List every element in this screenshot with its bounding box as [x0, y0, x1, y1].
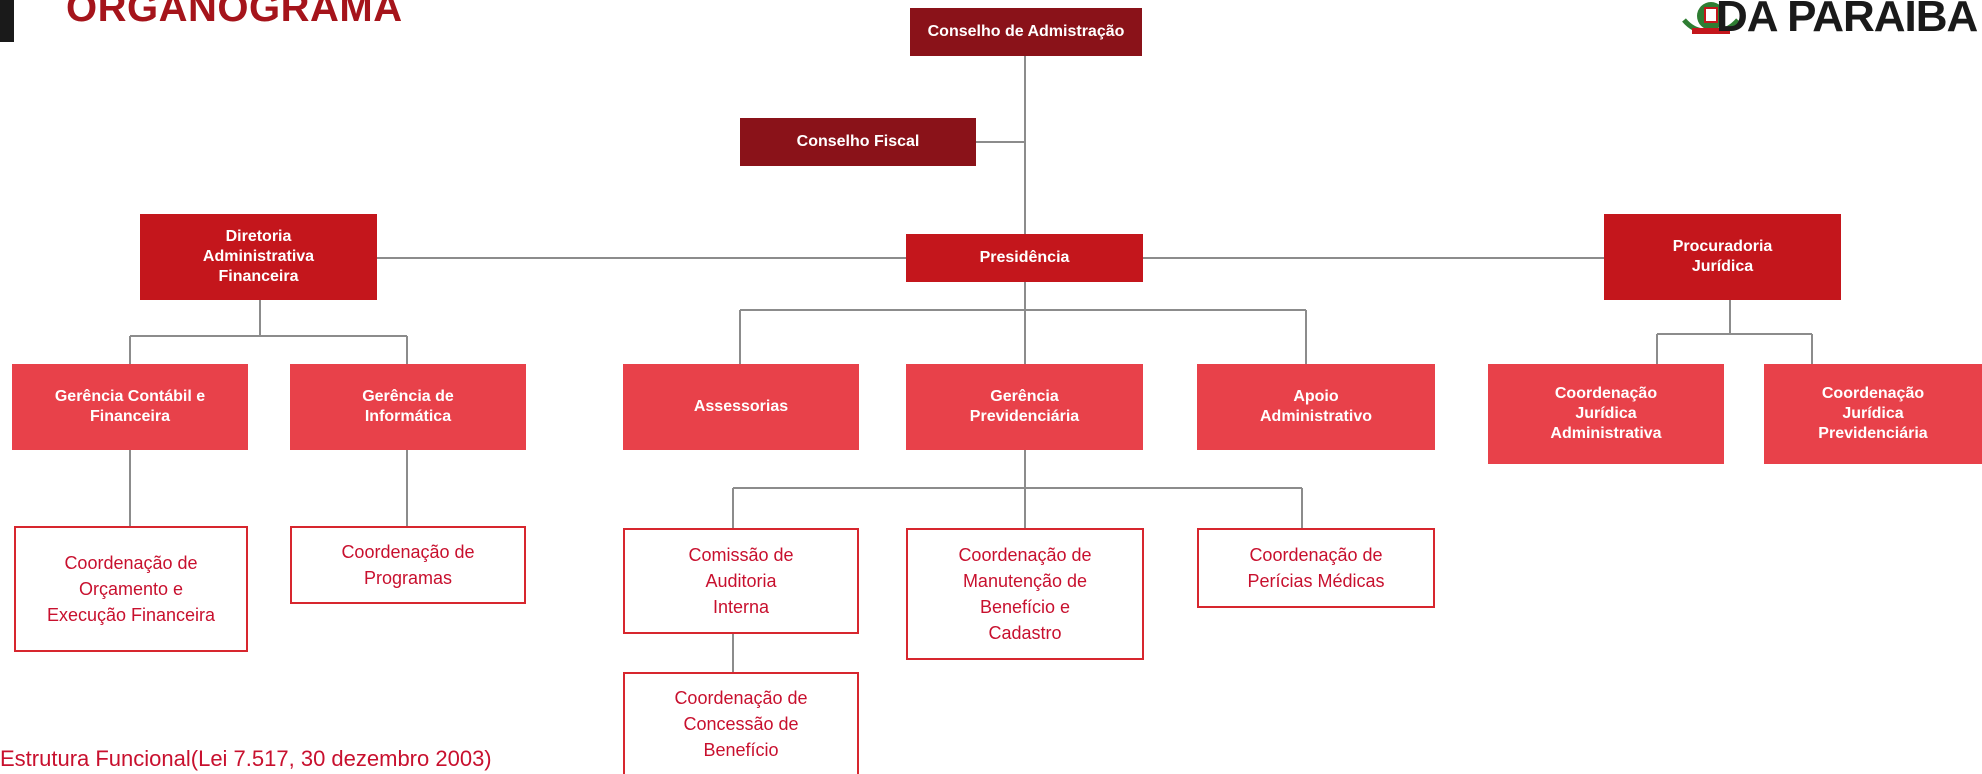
node-assessorias: Assessorias	[623, 364, 859, 450]
node-coordenacao-juridica-previdenciaria: Coordenação Jurídica Previdenciária	[1764, 364, 1982, 464]
logo-text: DA PARAIBA	[1716, 0, 1978, 41]
node-gerencia-informatica: Gerência de Informática	[290, 364, 526, 450]
footer-note: Estrutura Funcional(Lei 7.517, 30 dezemb…	[0, 746, 492, 771]
page-title: ORGANOGRAMA	[66, 0, 403, 30]
node-procuradoria-juridica: Procuradoria Jurídica	[1604, 214, 1841, 300]
node-comissao-auditoria-interna: Comissão de Auditoria Interna	[623, 528, 859, 634]
node-gerencia-contabil-financeira: Gerência Contábil e Financeira	[12, 364, 248, 450]
node-coordenacao-manutencao-beneficio: Coordenação de Manutenção de Benefício e…	[906, 528, 1144, 660]
node-gerencia-previdenciaria: Gerência Previdenciária	[906, 364, 1143, 450]
coat-of-arms-icon	[1682, 2, 1740, 34]
node-conselho-administracao: Conselho de Admistração	[910, 8, 1142, 56]
node-coordenacao-orcamento: Coordenação de Orçamento e Execução Fina…	[14, 526, 248, 652]
node-diretoria-administrativa-financeira: Diretoria Administrativa Financeira	[140, 214, 377, 300]
title-accent-bar	[0, 0, 14, 42]
node-presidencia: Presidência	[906, 234, 1143, 282]
node-coordenacao-juridica-administrativa: Coordenação Jurídica Administrativa	[1488, 364, 1724, 464]
node-coordenacao-pericias-medicas: Coordenação de Perícias Médicas	[1197, 528, 1435, 608]
node-coordenacao-concessao-beneficio: Coordenação de Concessão de Benefício	[623, 672, 859, 774]
node-apoio-administrativo: Apoio Administrativo	[1197, 364, 1435, 450]
node-coordenacao-programas: Coordenação de Programas	[290, 526, 526, 604]
node-conselho-fiscal: Conselho Fiscal	[740, 118, 976, 166]
